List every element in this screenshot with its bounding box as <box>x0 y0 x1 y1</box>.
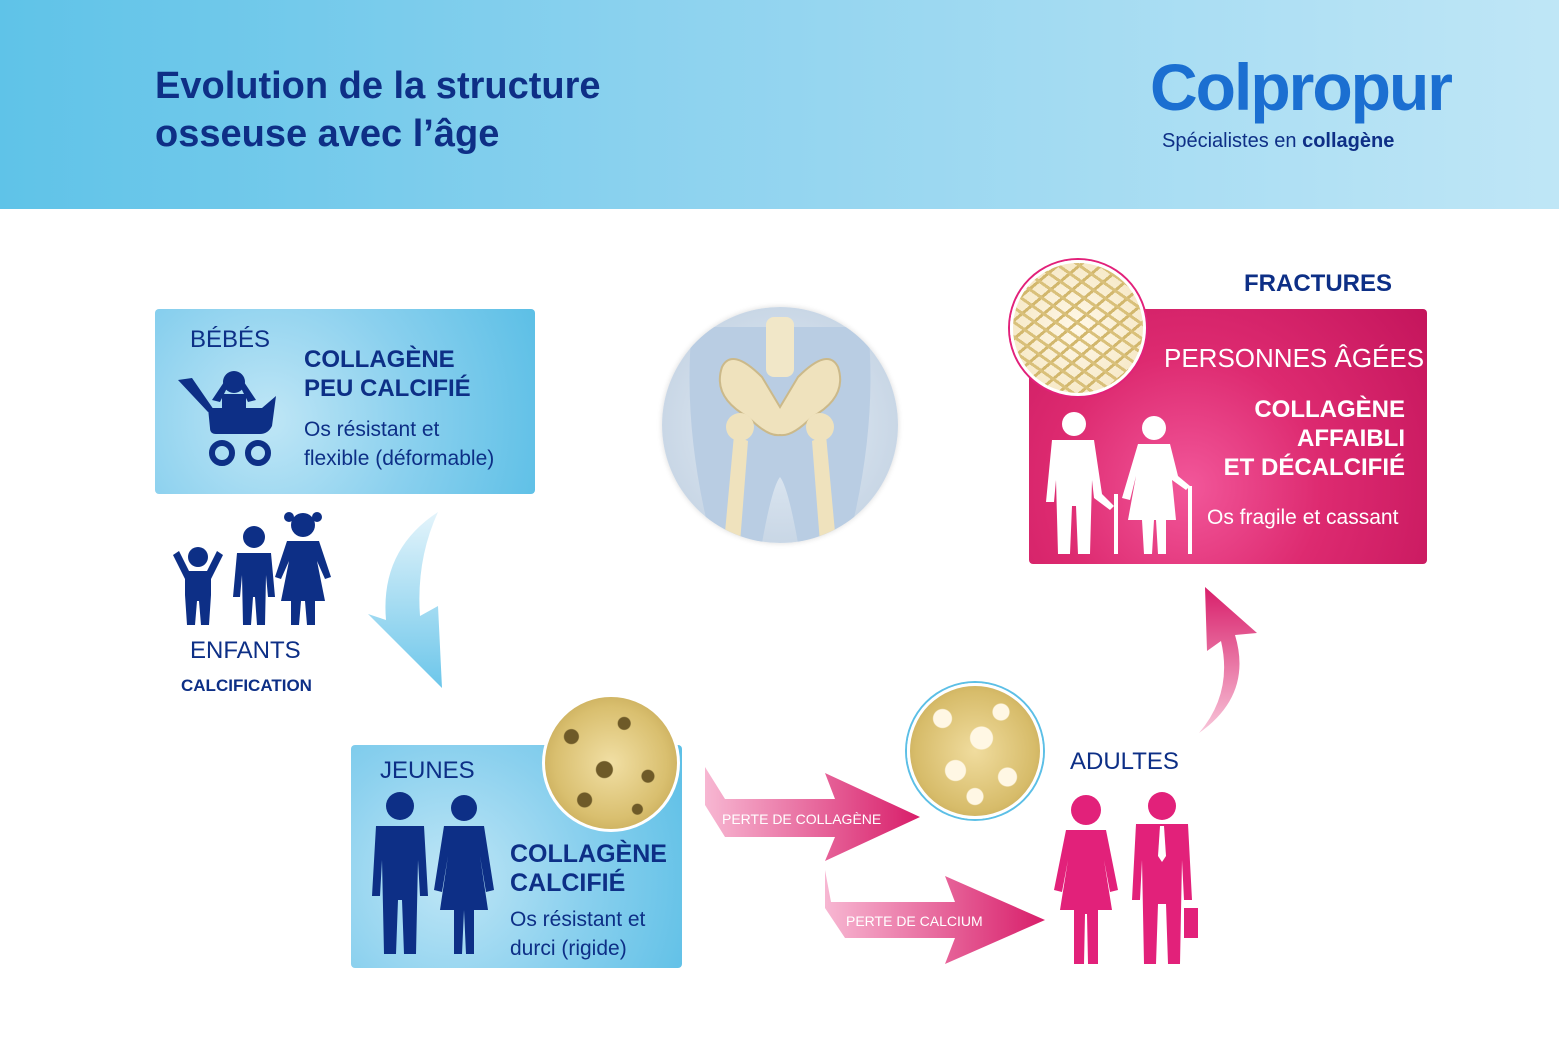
agees-heading-3: ET DÉCALCIFIÉ <box>1223 454 1405 481</box>
agees-heading-2: AFFAIBLI <box>1297 425 1405 452</box>
bebes-label: BÉBÉS <box>190 326 271 353</box>
bebes-desc: Os résistant et flexible (déformable) <box>304 415 494 473</box>
collagen-loss-label: PERTE DE COLLAGÈNE <box>722 811 882 827</box>
brand-logo: Colpropur <box>1150 50 1453 124</box>
jeunes-heading-2: CALCIFIÉ <box>510 869 626 897</box>
bebes-desc-2: flexible (déformable) <box>304 447 495 470</box>
dense-bone-image <box>542 694 680 832</box>
agees-heading-1: COLLAGÈNE <box>1254 396 1405 423</box>
bebes-heading: COLLAGÈNE PEU CALCIFIÉ <box>304 345 471 403</box>
children-icon <box>173 512 331 625</box>
bebes-heading-1: COLLAGÈNE <box>304 346 455 373</box>
enfants-label: ENFANTS <box>190 637 301 664</box>
brand-tagline: Spécialistes en collagène <box>1162 130 1394 153</box>
tagline-prefix: Spécialistes en <box>1162 130 1297 152</box>
agees-heading: COLLAGÈNE AFFAIBLI ET DÉCALCIFIÉ <box>1180 395 1405 482</box>
young-couple-icon <box>372 792 494 954</box>
title-line-2: osseuse avec l’âge <box>155 113 500 155</box>
pink-curved-arrow <box>1199 587 1257 733</box>
pelvis-bone-icon <box>689 317 871 543</box>
jeunes-heading: COLLAGÈNE CALCIFIÉ <box>510 840 667 898</box>
adultes-label: ADULTES <box>1070 748 1179 775</box>
porous-bone-image <box>907 683 1043 819</box>
elderly-couple-icon <box>1046 412 1192 554</box>
pink-arrow-collagen <box>705 767 920 861</box>
title-line-1: Evolution de la structure <box>155 65 601 107</box>
stroller-icon <box>178 371 276 466</box>
page-title: Evolution de la structure osseuse avec l… <box>155 62 601 158</box>
calcium-loss-label: PERTE DE CALCIUM <box>846 913 983 929</box>
agees-desc: Os fragile et cassant <box>1207 506 1399 529</box>
fragile-bone-image <box>1010 260 1146 396</box>
agees-label: PERSONNES ÂGÉES <box>1164 343 1425 373</box>
pelvis-image <box>662 307 898 543</box>
bebes-desc-1: Os résistant et <box>304 418 440 441</box>
fractures-label: FRACTURES <box>1244 270 1392 297</box>
jeunes-desc-2: durci (rigide) <box>510 937 627 960</box>
enfants-sub: CALCIFICATION <box>181 676 312 695</box>
adult-couple-icon <box>1054 792 1198 964</box>
header-banner <box>0 0 1559 209</box>
jeunes-desc-1: Os résistant et <box>510 908 646 931</box>
jeunes-label: JEUNES <box>380 757 475 784</box>
jeunes-desc: Os résistant et durci (rigide) <box>510 905 645 963</box>
blue-curved-arrow <box>368 512 442 688</box>
pink-arrow-calcium <box>825 870 1045 964</box>
bebes-heading-2: PEU CALCIFIÉ <box>304 375 471 402</box>
jeunes-heading-1: COLLAGÈNE <box>510 840 667 868</box>
tagline-bold: collagène <box>1302 130 1395 152</box>
